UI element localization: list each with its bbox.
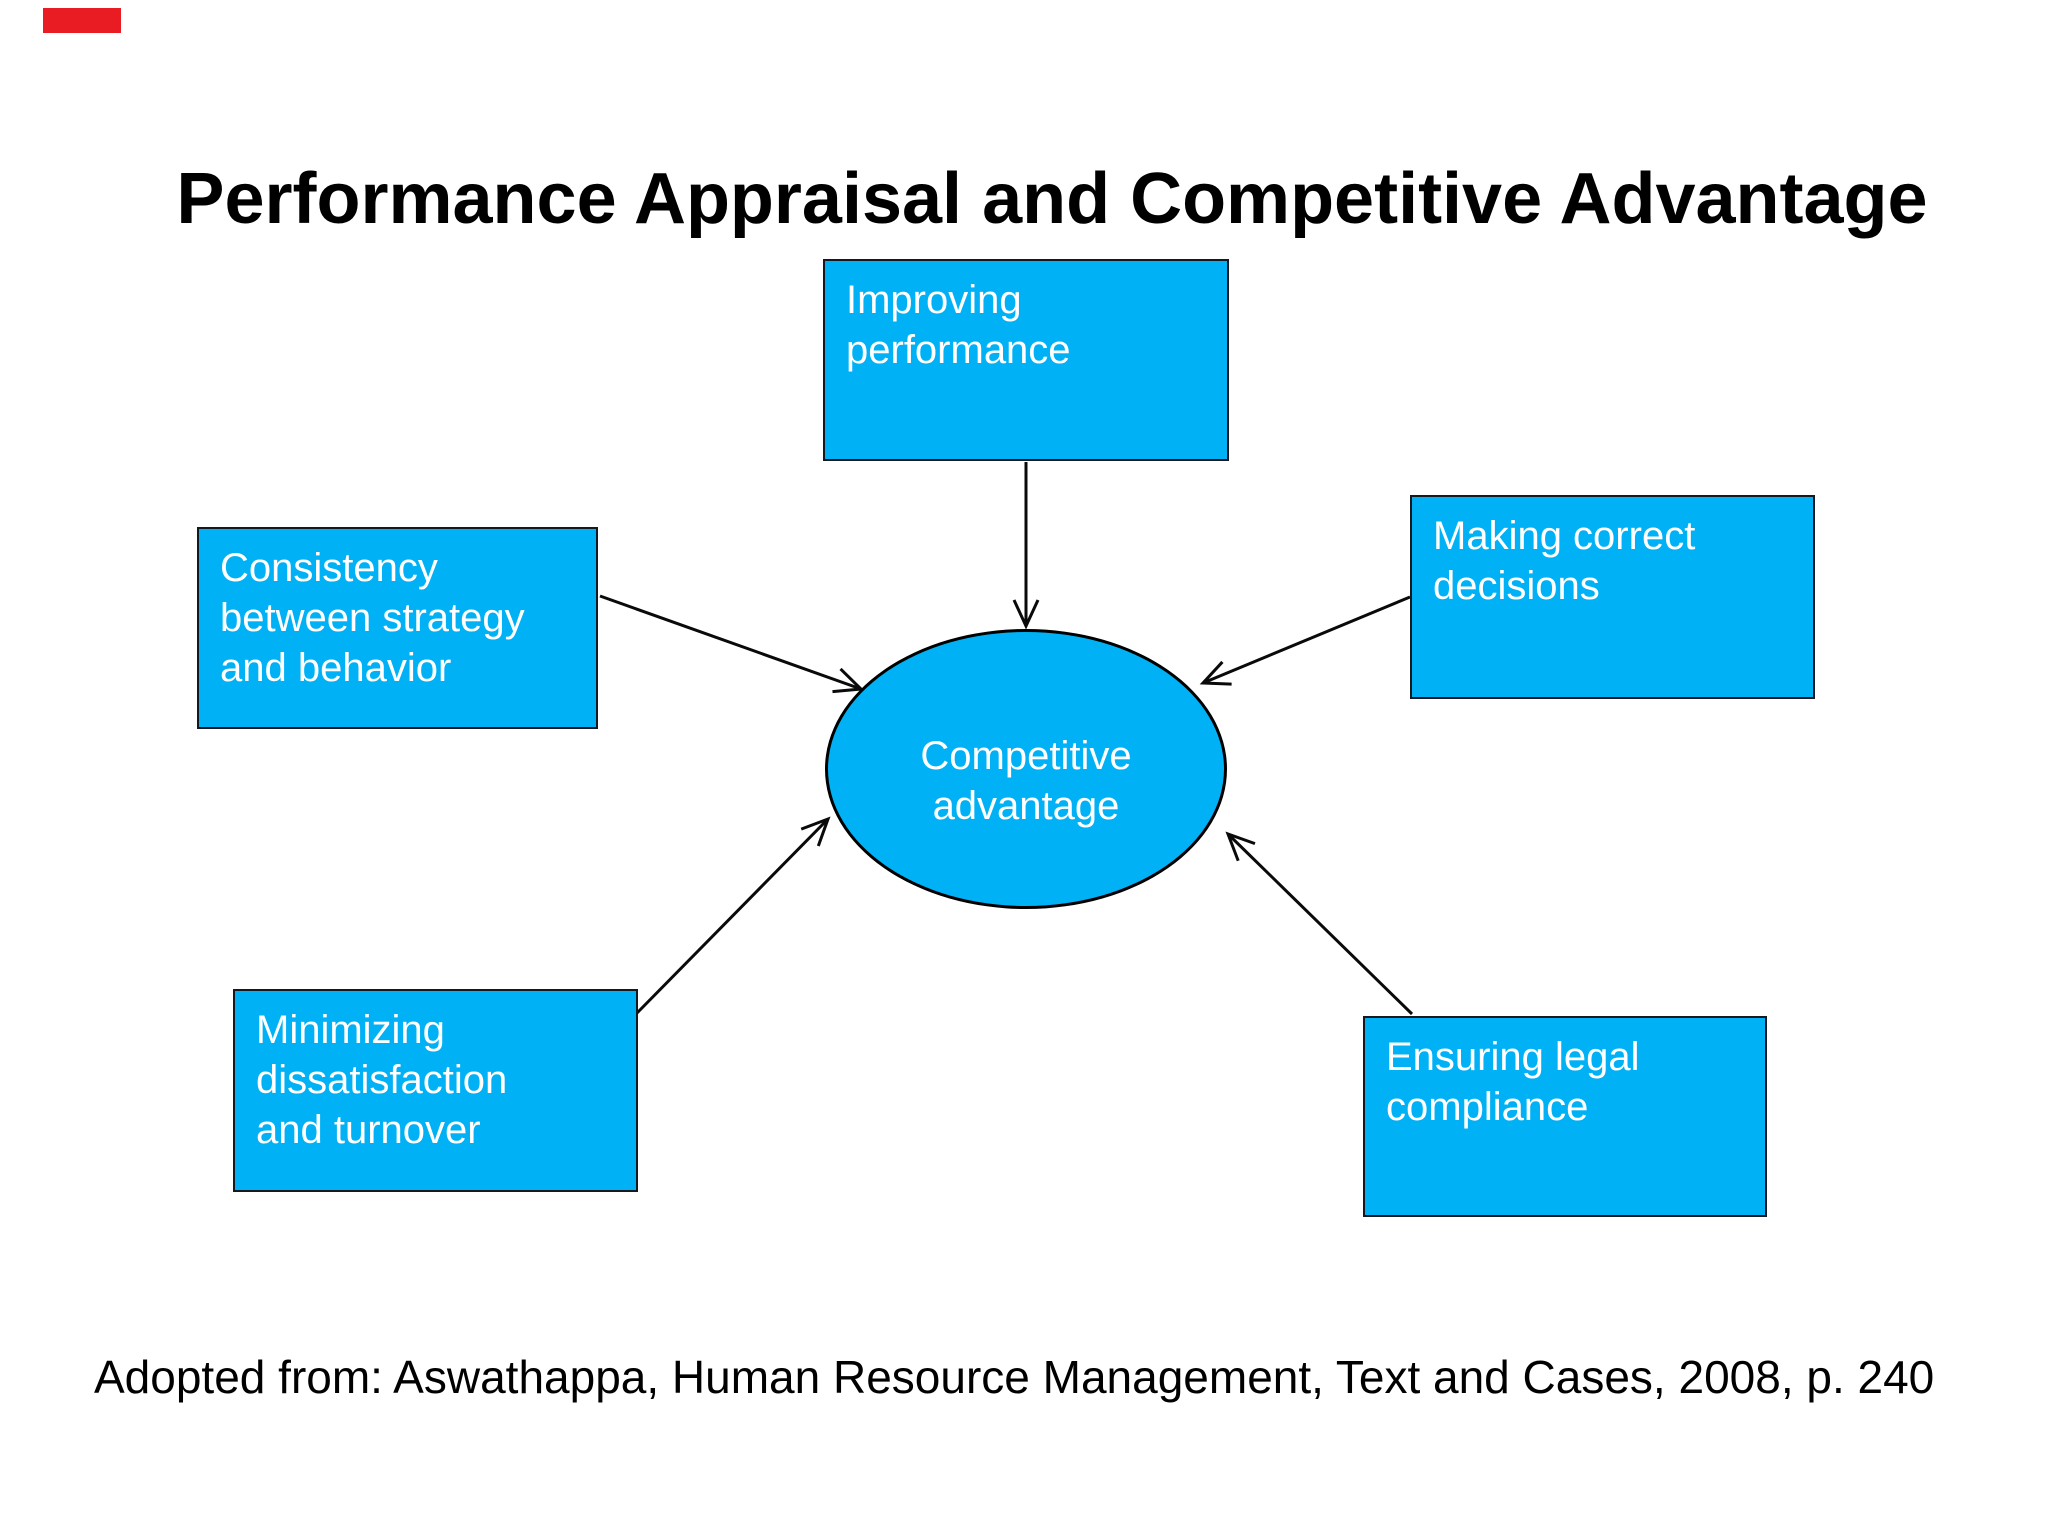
arrow-consistency-to-center (599, 594, 865, 694)
node-making-correct-decisions: Making correct decisions (1410, 495, 1815, 699)
slide-title: Performance Appraisal and Competitive Ad… (176, 159, 1928, 239)
arrow-making-to-center (1199, 595, 1411, 686)
arrow-ensuring-to-center (1225, 831, 1414, 1016)
node-ensuring-legal-compliance: Ensuring legal compliance (1363, 1016, 1767, 1217)
source-citation: Adopted from: Aswathappa, Human Resource… (94, 1351, 1935, 1403)
node-consistency-strategy-behavior: Consistency between strategy and behavio… (197, 527, 598, 729)
red-marker (43, 8, 121, 33)
node-competitive-advantage: Competitive advantage (825, 629, 1227, 909)
arrow-minimizing-to-center (635, 816, 831, 1015)
node-minimizing-dissatisfaction: Minimizing dissatisfaction and turnover (233, 989, 638, 1192)
competitive-advantage-label: Competitive advantage (920, 734, 1132, 828)
node-improving-performance: Improving performance (823, 259, 1229, 461)
